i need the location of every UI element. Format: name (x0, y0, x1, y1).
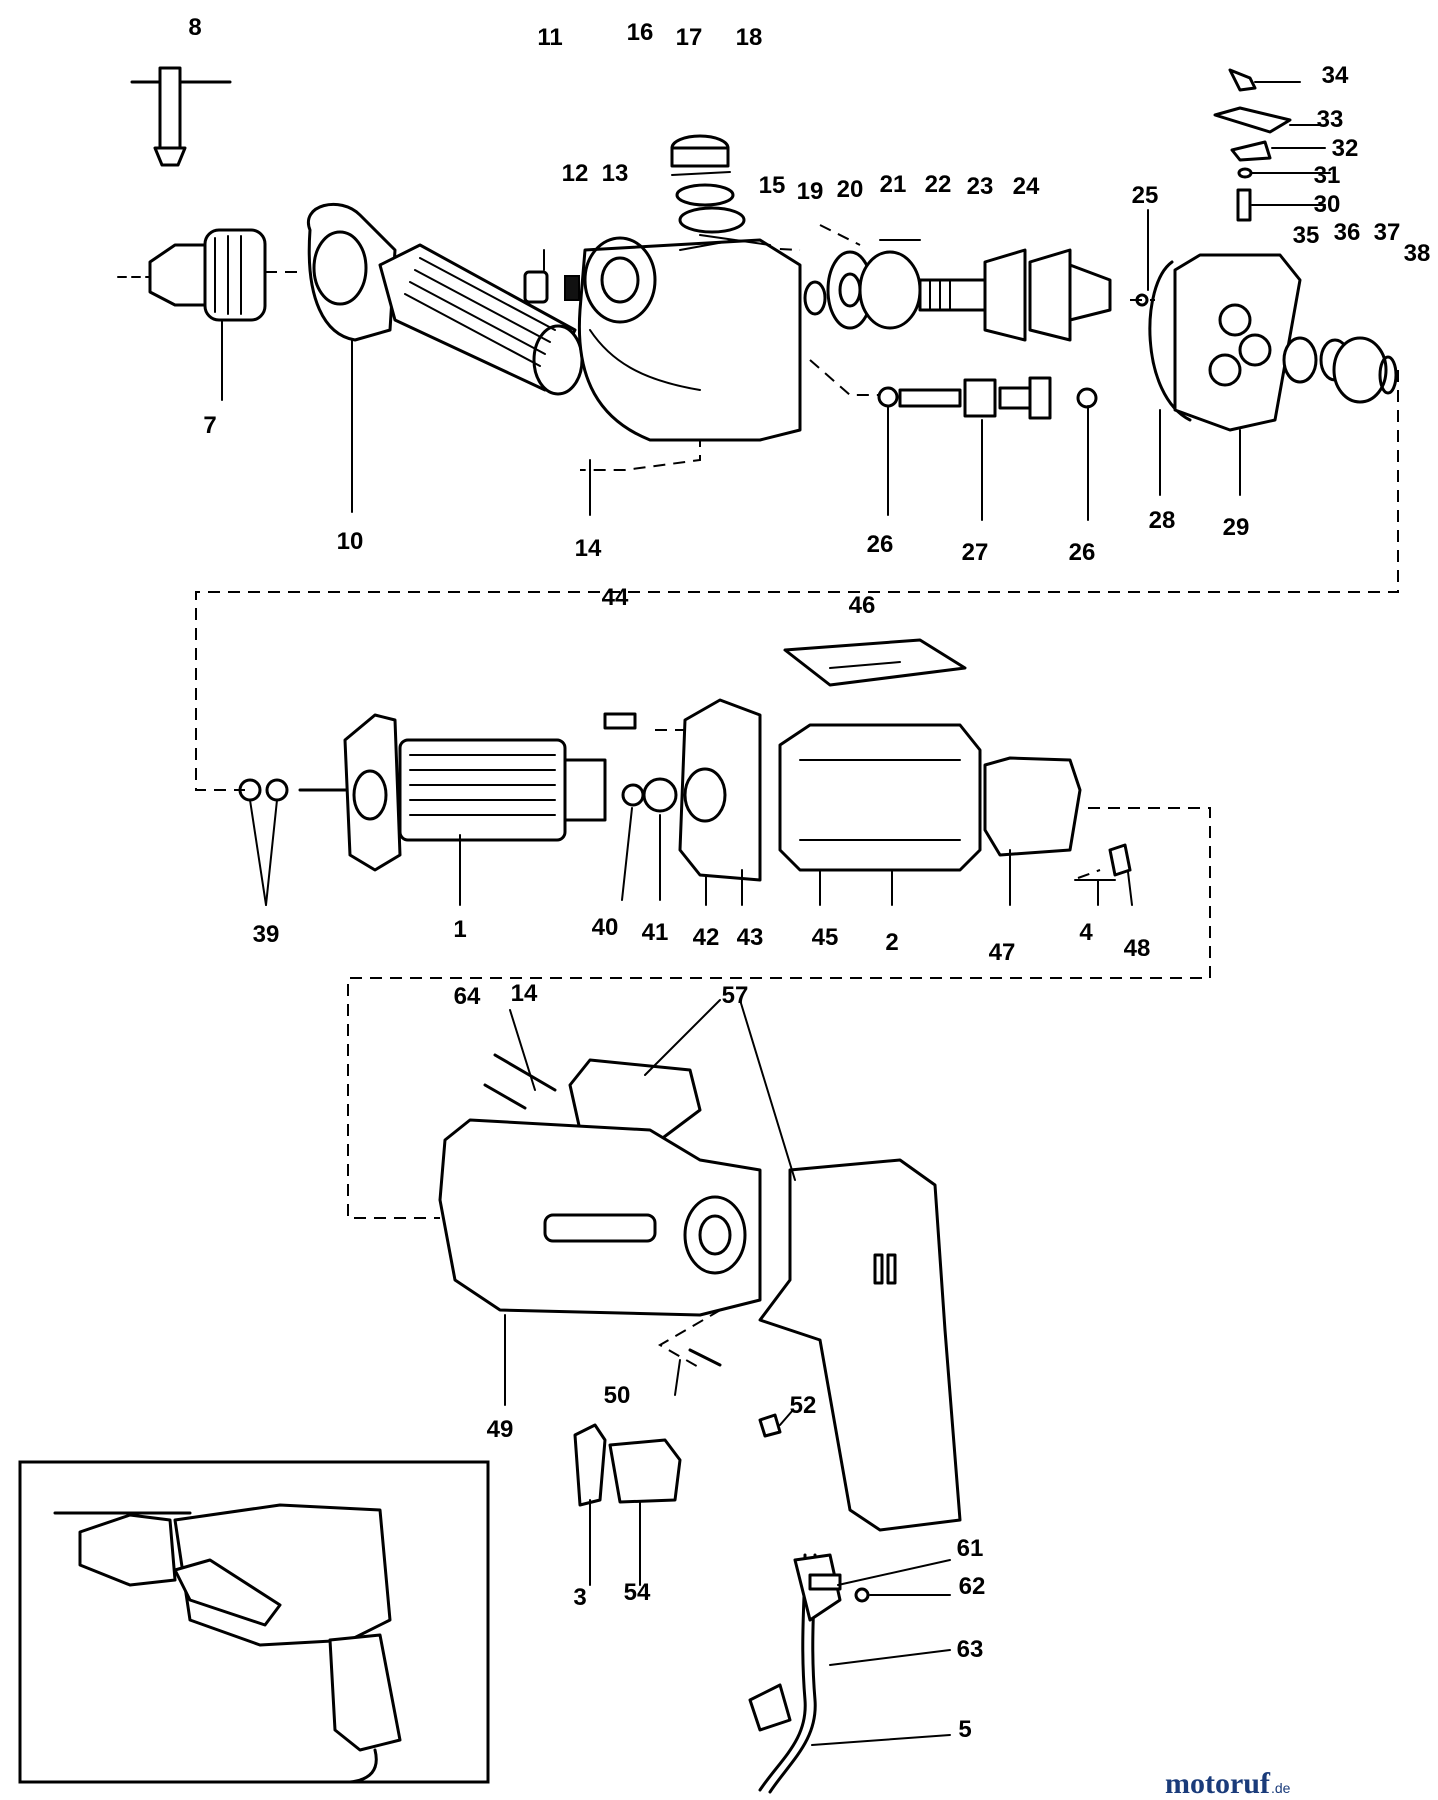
part-label: 33 (1317, 106, 1344, 133)
part-label: 10 (337, 528, 364, 555)
part-label: 40 (592, 914, 619, 941)
part-label: 11 (537, 24, 562, 51)
watermark-tld: .de (1271, 1780, 1291, 1796)
nut-washer-drawing (523, 249, 580, 304)
brush-cover-drawing (783, 638, 967, 687)
part-label: 13 (602, 160, 629, 187)
assembled-view-inset (18, 1460, 490, 1784)
part-label: 17 (676, 24, 703, 51)
watermark-brand: motoruf (1165, 1767, 1271, 1800)
part-label: 2 (885, 929, 898, 956)
part-label: 21 (880, 171, 907, 198)
part-label: 19 (797, 178, 824, 205)
part-label: 41 (642, 919, 669, 946)
part-label: 47 (989, 939, 1016, 966)
part-label: 45 (812, 924, 839, 951)
part-label: 48 (1124, 935, 1151, 962)
part-label: 26 (1069, 539, 1096, 566)
part-label: 5 (958, 1716, 971, 1743)
part-label: 1 (453, 916, 466, 943)
part-label: 24 (1013, 173, 1040, 200)
cap-seal-drawing (670, 134, 746, 234)
part-label: 43 (737, 924, 764, 951)
part-label: 30 (1314, 191, 1341, 218)
gear-housing-drawing (577, 234, 802, 442)
chuck-key-drawing (130, 66, 232, 167)
part-label: 31 (1314, 162, 1341, 189)
part-label: 61 (957, 1535, 984, 1562)
switch-cluster-drawing (1213, 68, 1398, 404)
part-label: 26 (867, 531, 894, 558)
part-label: 20 (837, 176, 864, 203)
drill-chuck-drawing (117, 228, 267, 322)
gear-plate-drawing (1148, 253, 1302, 432)
part-label: 14 (511, 980, 538, 1007)
part-label: 54 (624, 1579, 651, 1606)
part-label: 4 (1079, 919, 1093, 946)
lower-shaft-drawing (877, 376, 1098, 420)
part-label: 8 (188, 14, 201, 41)
part-label: 44 (602, 584, 629, 611)
spring-drawing (603, 712, 637, 730)
part-label: 22 (925, 171, 952, 198)
cord-drawing (748, 1553, 870, 1794)
part-label: 28 (1149, 507, 1176, 534)
part-label: 35 (1293, 222, 1320, 249)
part-label: 3 (573, 1584, 586, 1611)
spindle-gear-drawing (803, 239, 1149, 342)
part-label: 52 (790, 1392, 817, 1419)
part-label: 50 (604, 1382, 631, 1409)
leader-lines (221, 81, 1331, 1746)
part-label: 62 (959, 1573, 986, 1600)
part-label: 64 (454, 983, 481, 1010)
housing-section-drawing (438, 1053, 962, 1532)
motoruf-watermark: motoruf .de (1165, 1767, 1291, 1800)
part-label: 15 (759, 172, 786, 199)
part-label: 14 (575, 535, 602, 562)
part-label: 46 (849, 592, 876, 619)
part-labels: 8 11 16 17 18 12 13 15 19 20 21 22 23 24… (188, 14, 1430, 1743)
part-label: 38 (1404, 240, 1431, 267)
part-label: 34 (1322, 62, 1349, 89)
part-label: 49 (487, 1416, 514, 1443)
part-label: 27 (962, 539, 989, 566)
part-label: 57 (722, 982, 749, 1009)
part-label: 23 (967, 173, 994, 200)
part-label: 32 (1332, 135, 1359, 162)
motor-section-drawing (238, 698, 1132, 882)
side-handle-drawing (306, 202, 584, 396)
part-label: 25 (1132, 182, 1159, 209)
part-label: 29 (1223, 514, 1250, 541)
part-label: 16 (627, 19, 654, 46)
part-label: 37 (1374, 219, 1401, 246)
part-label: 42 (693, 924, 720, 951)
part-label: 36 (1334, 219, 1361, 246)
part-label: 7 (203, 412, 216, 439)
part-label: 39 (253, 921, 280, 948)
part-label: 18 (736, 24, 763, 51)
part-label: 63 (957, 1636, 984, 1663)
part-label: 12 (562, 160, 589, 187)
